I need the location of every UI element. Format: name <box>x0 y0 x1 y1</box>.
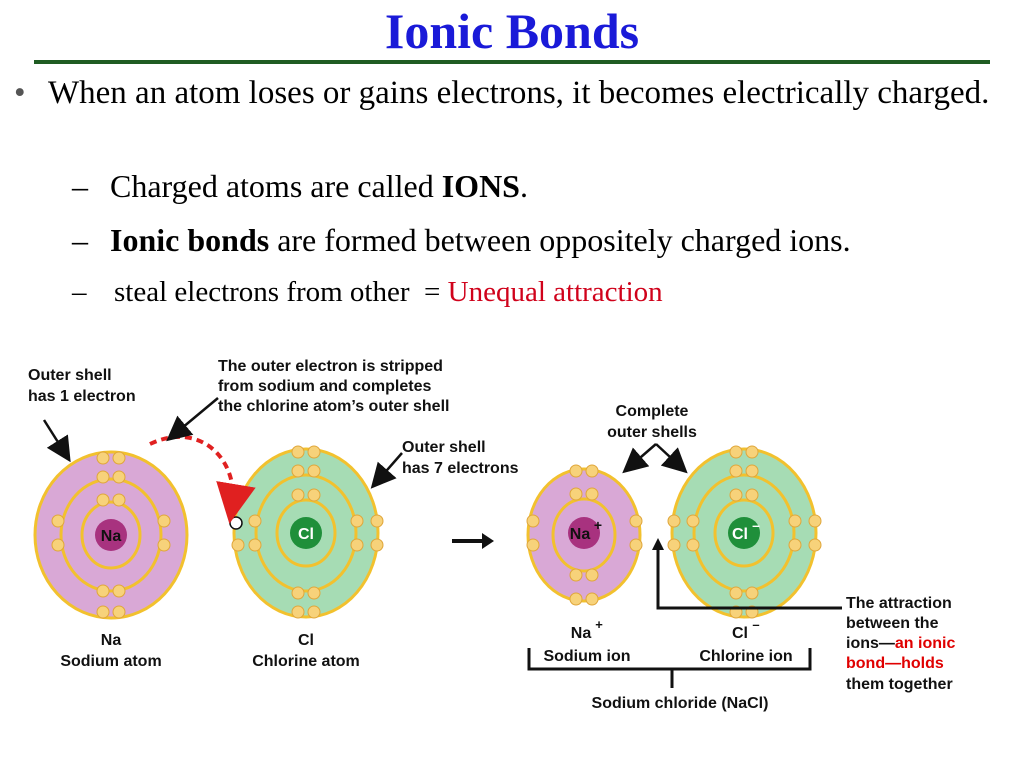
sub-marker: – <box>72 276 87 308</box>
sodium-ion: Na + <box>526 464 643 606</box>
stripped-label-line1: The outer electron is stripped <box>218 358 443 375</box>
cl-ion-label-sup: – <box>752 617 759 632</box>
chlorine-atom: Cl <box>229 445 384 619</box>
sodium-electrons <box>51 451 171 619</box>
slide-title: Ionic Bonds <box>384 3 640 59</box>
chlorine-ion-shell-1 <box>713 498 775 568</box>
sub1-suffix: . <box>519 168 528 204</box>
complete-label-line1: Complete <box>616 403 689 420</box>
na-symbol: Na <box>101 528 122 545</box>
cl-atom-label-line1: Cl <box>298 632 314 649</box>
na-ion-label-sup: + <box>595 617 603 632</box>
sub3-prefix: steal electrons from other = <box>114 276 448 308</box>
na-atom-label-line1: Na <box>101 632 122 649</box>
complete-label-line2: outer shells <box>607 424 697 441</box>
bond-pointer-head <box>652 538 664 550</box>
sub-bullet-ions: – Charged atoms are called IONS. <box>72 168 528 205</box>
bullet-text: When an atom loses or gains electrons, i… <box>48 75 990 111</box>
sub1-prefix: Charged atoms are called <box>110 168 442 204</box>
chlorine-ion-electrons <box>667 445 822 619</box>
sodium-ion-shell <box>551 497 617 573</box>
sodium-nucleus <box>95 519 127 551</box>
chlorine-ion-shell-2 <box>692 473 796 593</box>
attraction-label-line4: bond—holds <box>846 655 944 672</box>
sub3-red: Unequal attraction <box>447 276 663 308</box>
na-ion-charge: + <box>594 517 602 533</box>
outer-shell-1-pointer <box>42 419 71 463</box>
attraction-label-line3b: an ionic <box>895 635 956 652</box>
sub-bullet-ionic-bonds: – Ionic bonds are formed between opposit… <box>72 222 851 259</box>
incoming-electron-slot <box>229 516 243 530</box>
sodium-shell-2 <box>59 477 163 593</box>
sodium-shell-1 <box>80 500 142 570</box>
complete-pointer-right <box>655 443 688 474</box>
attraction-label-line5: them together <box>846 676 953 693</box>
reaction-arrowhead <box>482 533 494 549</box>
cl-ion-symbol: Cl <box>732 526 748 543</box>
bond-pointer <box>656 548 842 610</box>
attraction-label-line1: The attraction <box>846 595 952 612</box>
sub-marker: – <box>72 168 88 204</box>
outer-shell-1-label-line2: has 1 electron <box>28 388 136 405</box>
cl-symbol: Cl <box>298 526 314 543</box>
chlorine-ion: Cl – <box>667 445 822 619</box>
outer-shell-7-label-line2: has 7 electrons <box>402 460 519 477</box>
cl-ion-charge: – <box>752 517 760 533</box>
chlorine-ion-nucleus <box>728 517 760 549</box>
na-ion-label-line2: Sodium ion <box>543 648 630 665</box>
outer-shell-7-label-line1: Outer shell <box>402 439 486 456</box>
nacl-bracket <box>527 648 812 671</box>
cl-ion-label-line1: Cl <box>732 625 748 642</box>
na-ion-symbol: Na <box>570 526 591 543</box>
chlorine-shell-2 <box>254 473 358 593</box>
sodium-ion-nucleus <box>568 517 600 549</box>
chlorine-shell-1 <box>275 498 337 568</box>
sodium-ion-electrons <box>526 464 643 606</box>
cl-atom-label-line2: Chlorine atom <box>252 653 360 670</box>
stripped-label-line2: from sodium and completes <box>218 378 431 395</box>
sub-bullet-steal: – steal electrons from other = Unequal a… <box>72 276 663 309</box>
chlorine-electrons <box>231 445 384 619</box>
sub1-bold: IONS <box>441 168 520 204</box>
attraction-label-line3: ions—an ionic <box>846 635 955 652</box>
attraction-label-line2: between the <box>846 615 939 632</box>
bullet-marker: • <box>14 75 26 111</box>
attraction-label-line3a: ions— <box>846 635 895 652</box>
outer-shell-7-pointer <box>370 452 403 489</box>
title-divider <box>34 60 990 64</box>
outer-shell-1-label-line1: Outer shell <box>28 367 112 384</box>
cl-ion-label-line2: Chlorine ion <box>699 648 792 665</box>
nacl-label: Sodium chloride (NaCl) <box>592 695 769 712</box>
stripped-label-line3: the chlorine atom’s outer shell <box>218 398 449 415</box>
stripped-pointer <box>166 397 219 442</box>
sub2-bold: Ionic bonds <box>110 222 270 258</box>
complete-pointer-left <box>622 443 657 474</box>
sub-marker: – <box>72 222 88 258</box>
sub2-suffix: are formed between oppositely charged io… <box>269 222 851 258</box>
sodium-atom: Na <box>33 450 189 620</box>
chlorine-nucleus <box>290 517 322 549</box>
na-atom-label-line2: Sodium atom <box>60 653 161 670</box>
na-ion-label-line1: Na <box>571 625 592 642</box>
